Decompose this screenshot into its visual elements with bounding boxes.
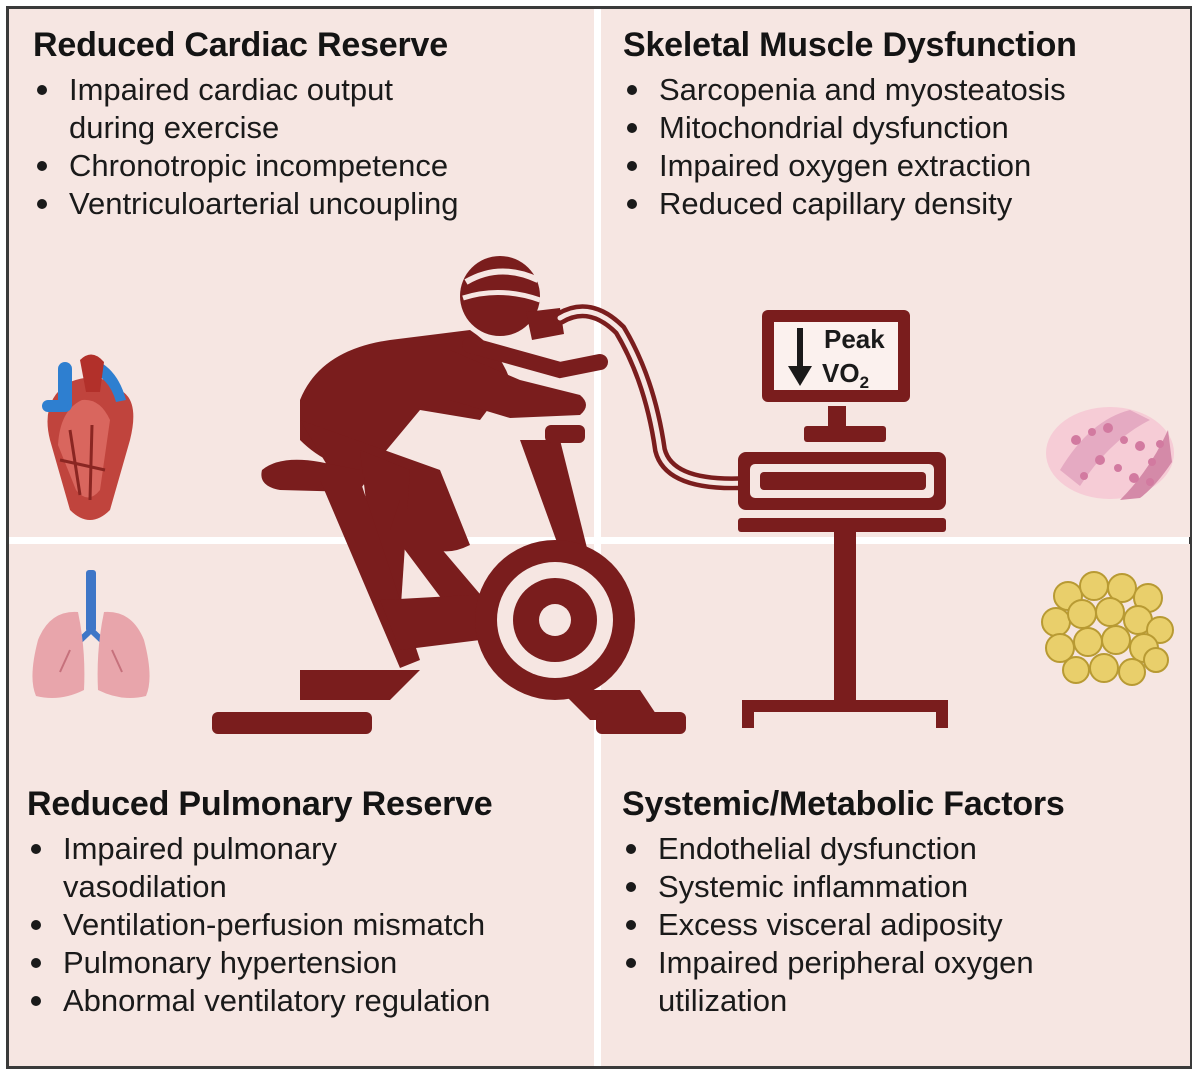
- panel-muscle-title: Skeletal Muscle Dysfunction: [623, 26, 1077, 64]
- list-item: Mitochondrial dysfunction: [623, 109, 1183, 147]
- list-item: Excess visceral adiposity: [622, 906, 1182, 944]
- adipose-tissue-icon: [1041, 571, 1174, 686]
- lungs-icon: [32, 570, 150, 698]
- panel-pulmonary-title: Reduced Pulmonary Reserve: [27, 785, 493, 823]
- list-item-continuation: during exercise: [69, 110, 280, 145]
- list-item: Impaired peripheral oxygen: [622, 944, 1182, 982]
- list-item: Ventilation-perfusion mismatch: [27, 906, 587, 944]
- muscle-tissue-icon: [1046, 407, 1174, 500]
- panel-muscle-list: Sarcopenia and myosteatosis Mitochondria…: [623, 71, 1183, 223]
- panel-cardiac: Reduced Cardiac Reserve Impaired cardiac…: [33, 26, 573, 223]
- list-item: Abnormal ventilatory regulation: [27, 982, 587, 1020]
- list-item: Pulmonary hypertension: [27, 944, 587, 982]
- panel-muscle: Skeletal Muscle Dysfunction Sarcopenia a…: [623, 26, 1183, 223]
- monitor-label-line2: VO2: [822, 358, 869, 392]
- panel-systemic-title: Systemic/Metabolic Factors: [622, 785, 1065, 823]
- list-item: Chronotropic incompetence: [33, 147, 573, 185]
- list-item: Impaired pulmonary: [27, 830, 587, 868]
- list-item: Systemic inflammation: [622, 868, 1182, 906]
- heart-icon: [42, 354, 134, 520]
- list-item: Reduced capillary density: [623, 185, 1183, 223]
- list-item-continuation: utilization: [658, 983, 788, 1018]
- panel-systemic: Systemic/Metabolic Factors Endothelial d…: [622, 785, 1182, 1020]
- list-item: Ventriculoarterial uncoupling: [33, 185, 573, 223]
- panel-systemic-list: Endothelial dysfunction Systemic inflamm…: [622, 830, 1182, 1020]
- metabolic-cart-icon: Peak VO2: [738, 310, 948, 728]
- arrow-down-icon: [788, 366, 812, 386]
- monitor-label-line1: Peak: [824, 324, 885, 354]
- panel-pulmonary-list: Impaired pulmonary vasodilation Ventilat…: [27, 830, 587, 1020]
- panel-pulmonary: Reduced Pulmonary Reserve Impaired pulmo…: [27, 785, 587, 1020]
- breathing-tube: [553, 304, 767, 491]
- panel-cardiac-list: Impaired cardiac output during exercise …: [33, 71, 573, 223]
- list-item-continuation: vasodilation: [63, 869, 227, 904]
- panel-cardiac-title: Reduced Cardiac Reserve: [33, 26, 448, 64]
- list-item: Impaired oxygen extraction: [623, 147, 1183, 185]
- list-item: Sarcopenia and myosteatosis: [623, 71, 1183, 109]
- list-item: Impaired cardiac output: [33, 71, 573, 109]
- cyclist-icon: [212, 256, 686, 734]
- list-item: Endothelial dysfunction: [622, 830, 1182, 868]
